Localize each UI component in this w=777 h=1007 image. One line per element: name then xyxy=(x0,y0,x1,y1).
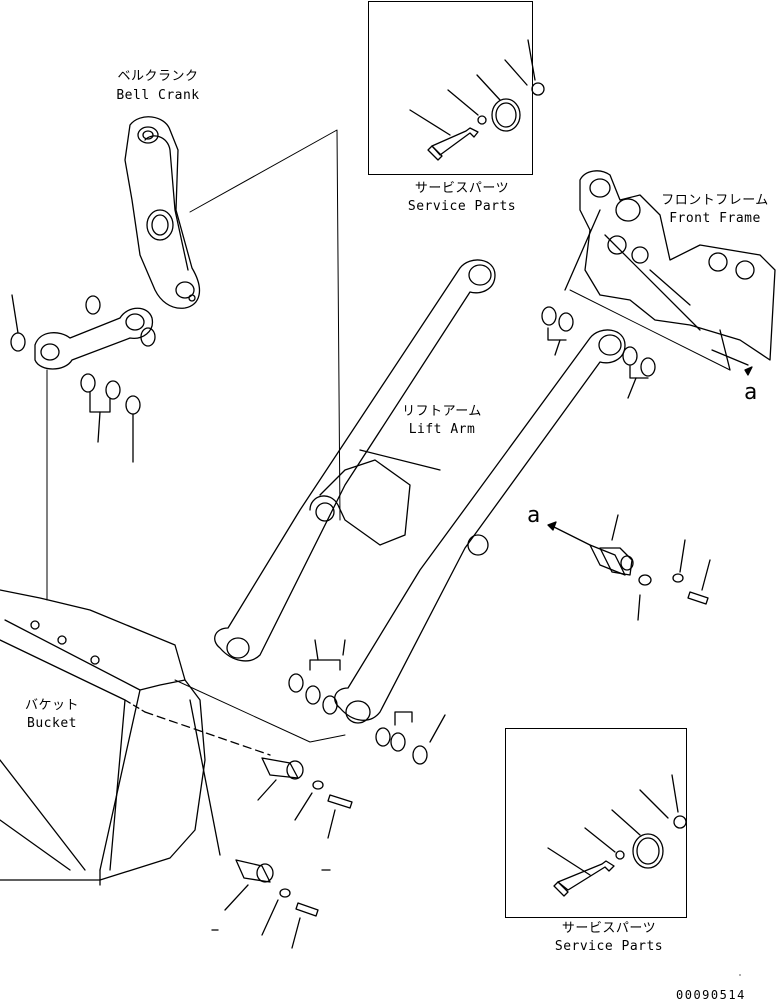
service-parts-bottom-drawing xyxy=(547,774,687,897)
service-parts-bottom-label-en: Service Parts xyxy=(554,939,664,954)
lift-arm-label-jp: リフトアーム xyxy=(402,404,482,419)
shims-lift-arm xyxy=(288,306,656,765)
lift-arm-part xyxy=(214,259,626,724)
service-parts-bottom-box xyxy=(505,728,687,918)
reference-lines xyxy=(46,129,731,743)
ref-a-mid: a xyxy=(527,503,541,528)
front-frame-label-en: Front Frame xyxy=(669,211,761,226)
shims-left xyxy=(10,294,156,463)
link-part xyxy=(34,307,154,370)
bell-crank-part xyxy=(124,116,201,309)
service-parts-top-box xyxy=(368,1,533,175)
pin-group-a xyxy=(547,514,711,621)
bucket-label-jp: バケット xyxy=(24,698,80,713)
front-frame-label-jp: フロントフレーム xyxy=(661,193,769,208)
bell-crank-label-jp: ベルクランク xyxy=(117,69,199,84)
service-parts-top-label-jp: サービスパーツ xyxy=(414,181,510,196)
service-parts-top-label-en: Service Parts xyxy=(407,199,517,214)
bell-crank-label-en: Bell Crank xyxy=(116,88,200,103)
service-parts-bottom-label-jp: サービスパーツ xyxy=(561,921,657,936)
service-parts-top-drawing xyxy=(409,39,545,161)
bucket-label-en: Bucket xyxy=(27,716,77,731)
bucket-pins xyxy=(211,757,353,949)
bucket-part xyxy=(0,589,271,886)
lift-arm-label-en: Lift Arm xyxy=(408,422,476,437)
ref-a-right: a xyxy=(744,380,758,405)
drawing-number: 00090514 xyxy=(676,988,746,1002)
front-frame-part xyxy=(564,170,776,376)
